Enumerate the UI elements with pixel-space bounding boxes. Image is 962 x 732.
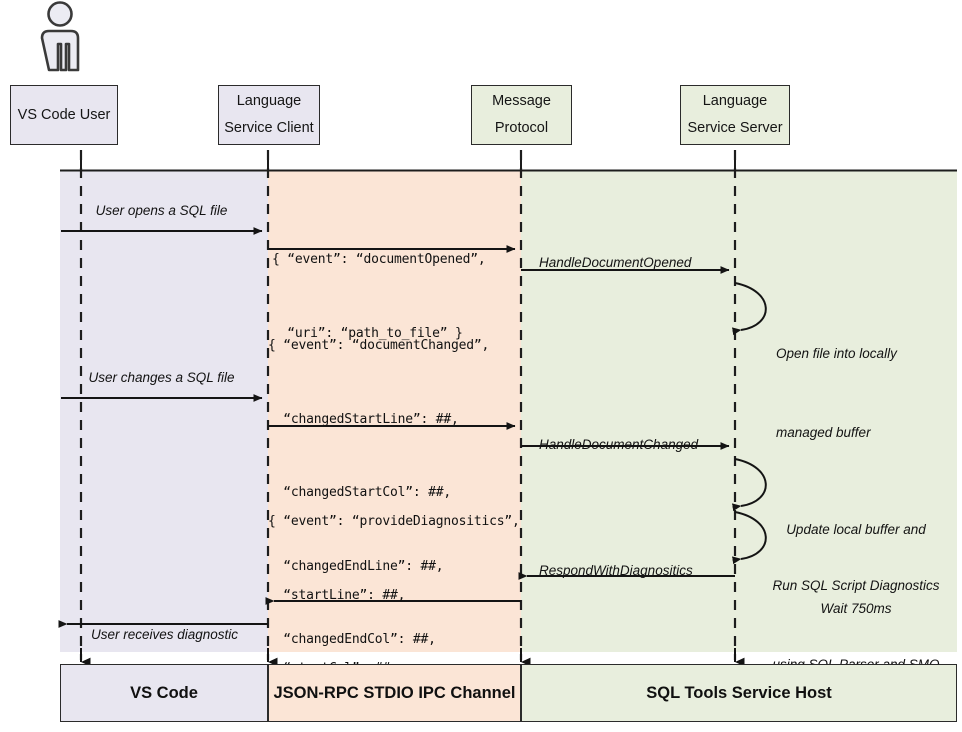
note-line1: Open file into locally: [776, 345, 897, 361]
band-sql-host: [521, 170, 957, 652]
participant-label-line1: Language: [702, 93, 768, 110]
note-line1: Run SQL Script Diagnostics: [772, 577, 940, 593]
participant-label-line2: Service Client: [224, 120, 314, 136]
payload-line: “uri”: “path_to_file” }: [272, 325, 463, 341]
footer-label: VS Code: [130, 683, 198, 702]
self-loop-open-file: [732, 282, 767, 336]
payload-line: “changedEndCol”: ##,: [268, 632, 436, 647]
payload-line: “startLine”: ##,: [268, 587, 406, 603]
footer-json-rpc[interactable]: JSON-RPC STDIO IPC Channel: [268, 664, 521, 722]
payload-document-opened: { “event”: “documentOpened”, “uri”: “pat…: [272, 199, 486, 395]
payload-line: { “event”: “provideDiagnositics”,: [268, 514, 520, 529]
payload-line: { “event”: “documentChanged”,: [268, 338, 490, 353]
activity-bands: [60, 169, 957, 652]
participant-language-service-client[interactable]: Language Service Client: [218, 85, 320, 145]
label-user-opens-sql-file: User opens a SQL file: [95, 203, 228, 218]
footer-sql-host[interactable]: SQL Tools Service Host: [521, 664, 957, 722]
band-vs-code: [60, 170, 268, 652]
label-user-changes-sql-file: User changes a SQL file: [88, 370, 235, 385]
label-respond-with-diagnositics: RespondWithDiagnositics: [539, 563, 693, 578]
participant-vs-code-user[interactable]: VS Code User: [10, 85, 118, 145]
self-call-loops: [732, 282, 767, 565]
participant-label-line2: Service Server: [687, 120, 783, 136]
note-line2: managed buffer: [776, 424, 871, 440]
participant-label-line2: Protocol: [494, 120, 549, 136]
lifelines: [79, 150, 737, 660]
label-handle-document-opened: HandleDocumentOpened: [539, 255, 692, 270]
footer-label: JSON-RPC STDIO IPC Channel: [273, 683, 516, 702]
participant-label-line1: Language: [236, 93, 302, 110]
label-handle-document-changed: HandleDocumentChanged: [539, 437, 699, 452]
lifeline-terminators: [80, 648, 745, 667]
payload-line: “changedStartLine”: ##,: [268, 411, 459, 427]
participant-label-line1: Message: [492, 93, 551, 110]
note-update-wait: Update local buffer and Wait 750ms: [770, 464, 942, 675]
note-open-file: Open file into locally managed buffer: [776, 288, 897, 499]
note-line2: Wait 750ms: [820, 600, 892, 616]
participant-label-line1: VS Code User: [17, 106, 111, 123]
label-line1: User receives diagnostic: [90, 626, 239, 642]
self-loop-update-wait: [732, 458, 767, 512]
footer-vs-code[interactable]: VS Code: [60, 664, 268, 722]
band-json-rpc: [268, 170, 521, 652]
note-line1: Update local buffer and: [786, 521, 926, 537]
participant-language-service-server[interactable]: Language Service Server: [680, 85, 790, 145]
payload-line: “changedStartCol”: ##,: [268, 485, 452, 500]
payload-line: { “event”: “documentOpened”,: [272, 252, 486, 267]
self-loop-run-diagnostics: [732, 511, 767, 565]
payload-line: “changedEndLine”: ##,: [268, 558, 444, 574]
lifeline-stubs: [80, 150, 736, 170]
user-actor-icon: [40, 1, 80, 72]
participant-message-protocol[interactable]: Message Protocol: [471, 85, 572, 145]
payload-document-changed: { “event”: “documentChanged”, “changedSt…: [268, 285, 512, 732]
message-arrows: [58, 227, 735, 628]
footer-label: SQL Tools Service Host: [646, 683, 832, 702]
